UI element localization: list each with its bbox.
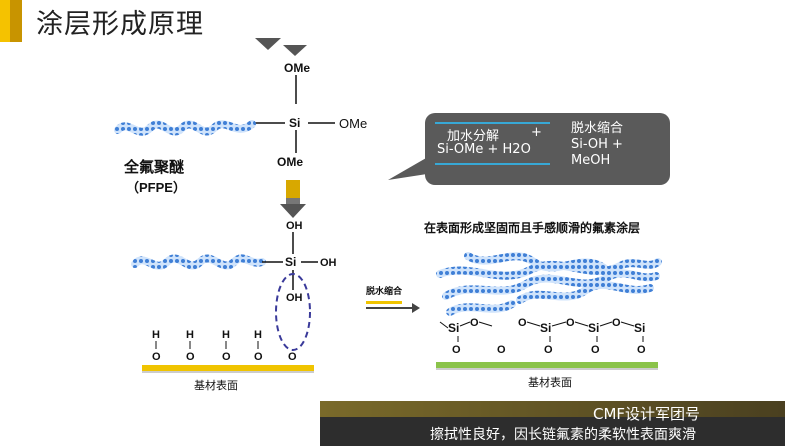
- substrate-right-label: 基材表面: [528, 375, 572, 389]
- bond-right-1: [439, 321, 449, 329]
- o-bridge-3: O: [566, 317, 575, 329]
- pfpe-chain-2: [131, 254, 266, 270]
- o-bottom-3: O: [544, 344, 553, 356]
- pfpe-abbr: （PFPE）: [126, 180, 186, 195]
- hydrolysis-formula: Si-OMe + H2O: [437, 142, 531, 157]
- bond-right-4: [526, 321, 541, 327]
- si-right-4: Si: [634, 321, 645, 335]
- siloxane-network: Si Si Si Si O O O O O O O O O: [439, 317, 646, 356]
- surface-o-2: O: [186, 351, 195, 363]
- surface-groups-left: H O H O H O H O O: [152, 329, 297, 363]
- substrate-right: [436, 362, 658, 368]
- title-accent-bar: [0, 0, 22, 42]
- coating-description: 在表面形成坚固而且手感顺滑的氟素涂层: [424, 221, 641, 235]
- surface-o-1: O: [152, 351, 161, 363]
- reaction-callout: 加水分解 + Si-OMe + H2O 脱水缩合 Si-OH + MeOH: [425, 113, 670, 185]
- o-bridge-2: O: [518, 317, 527, 329]
- callout-line-bottom: [435, 163, 550, 165]
- si-label: Si: [289, 116, 300, 130]
- surface-h-2: H: [186, 329, 194, 341]
- condense-title: 脱水缩合: [571, 121, 624, 136]
- surface-o-3: O: [222, 351, 231, 363]
- surface-h-1: H: [152, 329, 160, 341]
- process-arrow-body: [286, 198, 300, 204]
- surface-o-4: O: [254, 351, 263, 363]
- oh-right-label: OH: [320, 257, 337, 269]
- o-bottom-1: O: [452, 344, 461, 356]
- hydrolysis-plus: +: [531, 125, 542, 140]
- callout-line-top: [435, 122, 550, 124]
- reaction-highlight: [275, 273, 311, 351]
- footer-banner-top: [320, 401, 785, 417]
- o-bridge-1: O: [470, 317, 479, 329]
- pfpe-tangle: [436, 252, 662, 316]
- top-triangle-2: [283, 45, 307, 56]
- si-right-3: Si: [588, 321, 599, 335]
- o-bridge-4: O: [612, 317, 621, 329]
- process-arrow-head: [280, 204, 306, 218]
- footer-caption: 擦拭性良好，因长链氟素的柔软性表面爽滑: [430, 427, 696, 443]
- pfpe-name: 全氟聚醚: [123, 158, 184, 176]
- si-right-1: Si: [448, 321, 459, 335]
- oh-bottom-label: OH: [286, 292, 303, 304]
- bond-right-6: [574, 321, 589, 327]
- si-right-2: Si: [540, 321, 551, 335]
- bond-right-3: [478, 321, 493, 327]
- ome-bottom-label: OMe: [277, 155, 303, 169]
- o-bottom-4: O: [591, 344, 600, 356]
- o-bottom-2: O: [497, 344, 506, 356]
- bond-right-8: [620, 321, 635, 327]
- surface-h-3: H: [222, 329, 230, 341]
- condense-line1: Si-OH +: [571, 137, 623, 152]
- ome-right-label: OMe: [339, 116, 367, 131]
- bond-right-5: [551, 321, 567, 327]
- bond-right-2: [459, 321, 471, 327]
- ome-top-label: OMe: [284, 61, 310, 75]
- brand-watermark: CMF设计军团号: [593, 405, 701, 423]
- hydrolysis-label: 加水分解: [447, 129, 500, 144]
- condense-line2: MeOH: [571, 153, 611, 168]
- surface-o-5: O: [288, 351, 297, 363]
- substrate-left-label: 基材表面: [194, 378, 238, 392]
- surface-h-4: H: [254, 329, 262, 341]
- condense-arrow-head: [412, 303, 420, 313]
- o-bottom-5: O: [637, 344, 646, 356]
- substrate-left: [142, 365, 314, 371]
- si-mid-label: Si: [285, 255, 296, 269]
- process-arrow-top: [286, 180, 300, 198]
- condense-arrow-bar: [366, 301, 402, 304]
- pfpe-chain: [114, 120, 256, 136]
- oh-top-label: OH: [286, 220, 303, 232]
- arrow-label: 脱水缩合: [366, 285, 403, 297]
- page-title: 涂层形成原理: [36, 9, 204, 40]
- condense-block: 脱水缩合 Si-OH + MeOH: [571, 121, 623, 169]
- bond-right-7: [599, 321, 613, 327]
- top-triangle-1: [255, 38, 281, 50]
